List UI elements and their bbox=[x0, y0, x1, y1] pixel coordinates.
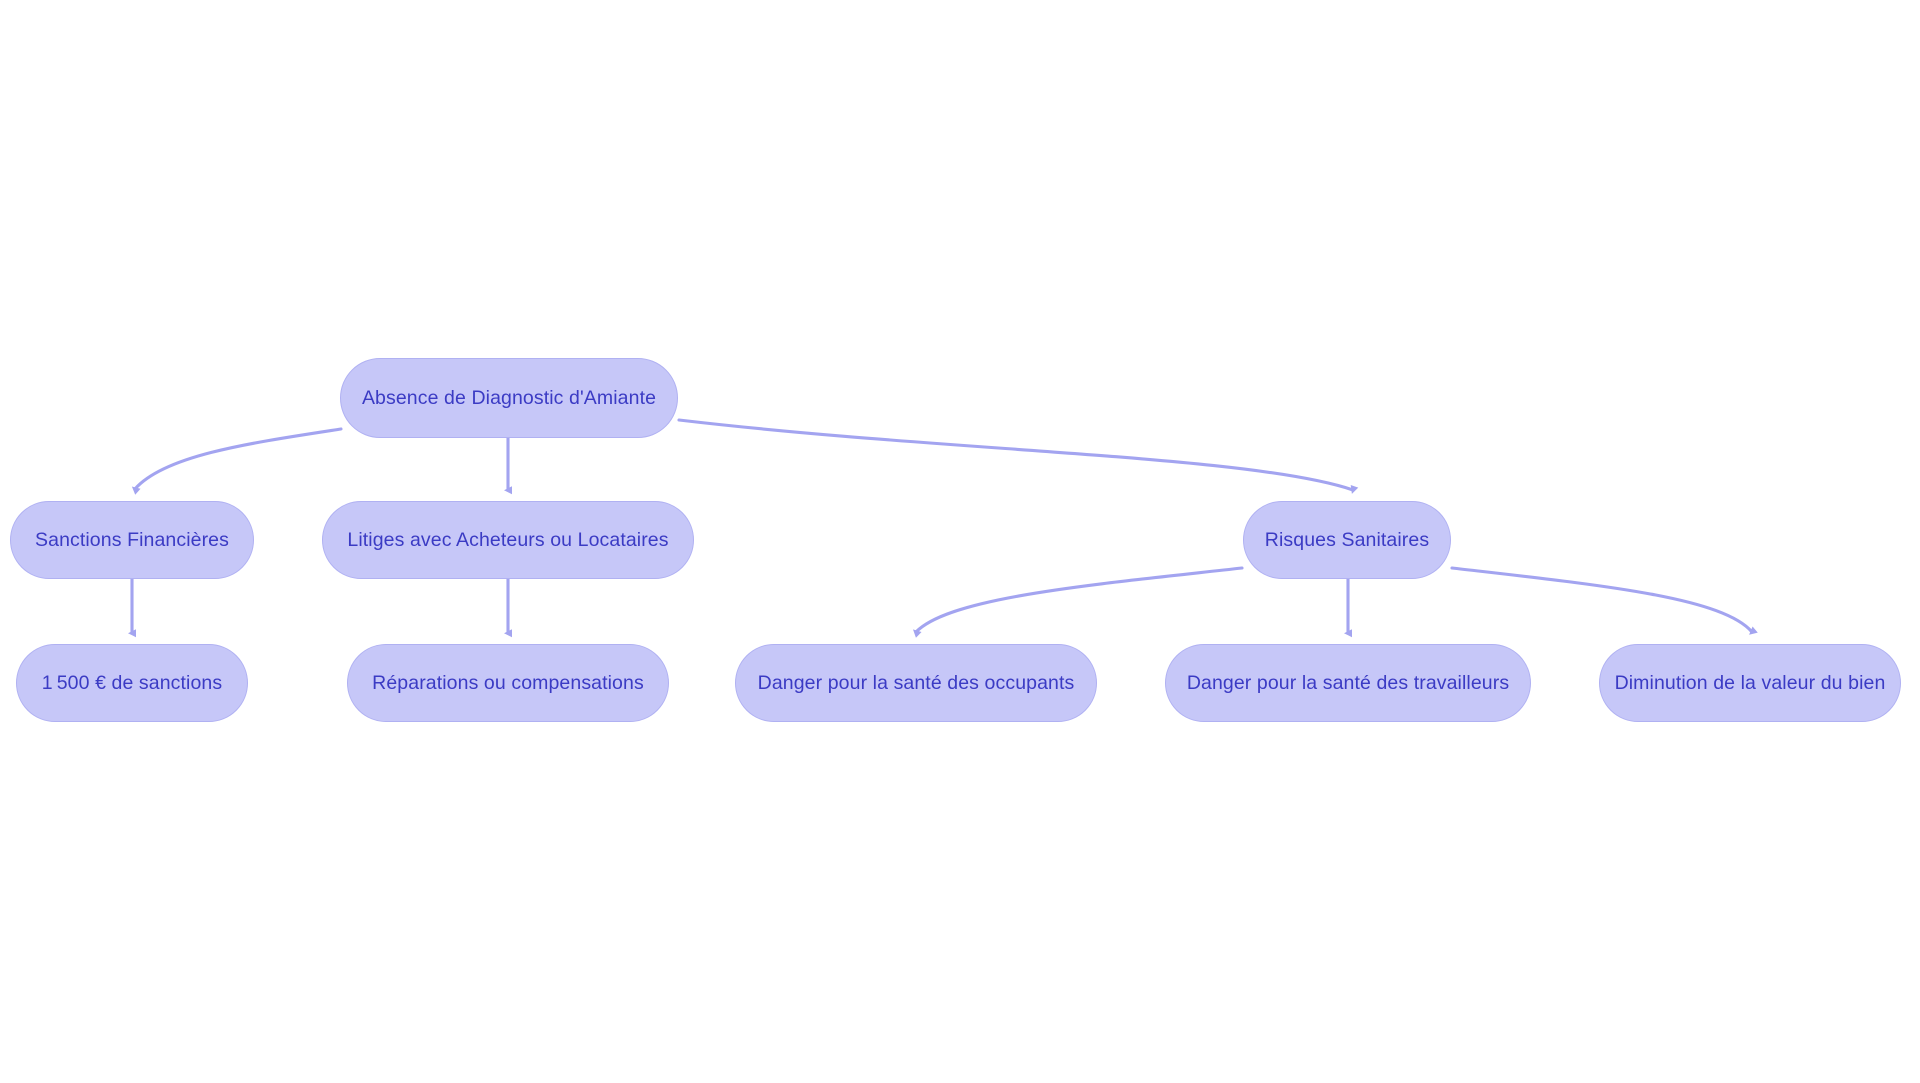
node-litiges[interactable]: Litiges avec Acheteurs ou Locataires bbox=[322, 501, 694, 579]
node-amende-label: 1 500 € de sanctions bbox=[41, 671, 223, 694]
node-diminution-valeur[interactable]: Diminution de la valeur du bien bbox=[1599, 644, 1901, 722]
node-danger-occupants-label: Danger pour la santé des occupants bbox=[757, 671, 1075, 694]
node-danger-travailleurs-label: Danger pour la santé des travailleurs bbox=[1186, 671, 1510, 694]
edge-risques-to-occupants bbox=[912, 566, 1244, 638]
node-danger-travailleurs[interactable]: Danger pour la santé des travailleurs bbox=[1165, 644, 1531, 722]
edge-root-to-risques bbox=[677, 418, 1359, 494]
edge-root-to-sanctions bbox=[131, 427, 343, 495]
node-diminution-valeur-label: Diminution de la valeur du bien bbox=[1614, 671, 1886, 694]
node-reparations[interactable]: Réparations ou compensations bbox=[347, 644, 669, 722]
node-litiges-label: Litiges avec Acheteurs ou Locataires bbox=[347, 528, 669, 551]
edge-risques-to-valeur bbox=[1450, 566, 1758, 635]
node-root-label: Absence de Diagnostic d'Amiante bbox=[361, 386, 657, 409]
node-root[interactable]: Absence de Diagnostic d'Amiante bbox=[340, 358, 678, 438]
node-sanctions-financieres[interactable]: Sanctions Financières bbox=[10, 501, 254, 579]
node-risques-sanitaires[interactable]: Risques Sanitaires bbox=[1243, 501, 1451, 579]
node-amende[interactable]: 1 500 € de sanctions bbox=[16, 644, 248, 722]
node-danger-occupants[interactable]: Danger pour la santé des occupants bbox=[735, 644, 1097, 722]
node-sanctions-financieres-label: Sanctions Financières bbox=[35, 528, 229, 551]
node-risques-sanitaires-label: Risques Sanitaires bbox=[1264, 528, 1430, 551]
node-reparations-label: Réparations ou compensations bbox=[372, 671, 644, 694]
